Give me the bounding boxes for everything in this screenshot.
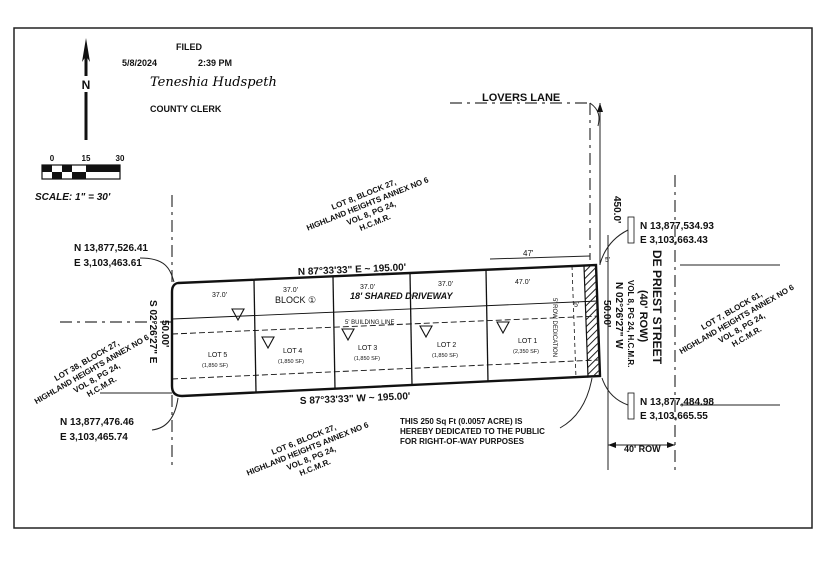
coordinate-callouts: N 13,877,526.41 E 3,103,463.61 N 13,877,… xyxy=(60,216,714,443)
lot-width-4: 37.0' xyxy=(438,281,453,288)
lot-name: LOT 3 xyxy=(358,345,377,352)
lovers-lane-distance: 450.0' xyxy=(611,196,622,223)
lot-name: LOT 2 xyxy=(437,342,456,349)
north-bearing: N 87°33'33" E ~ 195.00' xyxy=(298,262,407,278)
driveway-label: 18' SHARED DRIVEWAY xyxy=(350,291,453,301)
east-bearing: N 02°26'27" W xyxy=(613,282,624,349)
scale-bar: 0 15 30 SCALE: 1" = 30' xyxy=(35,154,125,203)
lot-area: (1,850 SF) xyxy=(354,356,380,362)
lot-1-width: 47.0' xyxy=(515,279,530,286)
filing-stamp: FILED 5/8/2024 2:39 PM Teneshia Hudspeth… xyxy=(122,42,277,114)
west-neighbor-label: LOT 38, BLOCK 27, HIGHLAND HEIGHTS ANNEX… xyxy=(33,332,151,405)
row-width-label: 40' ROW xyxy=(624,444,661,454)
row-dimension: 5' xyxy=(605,257,610,264)
de-priest-recording-ref: VOL 8, PG 24, H.C.M.R. xyxy=(626,280,635,367)
street-lines xyxy=(60,102,780,470)
lot-area: (1,850 SF) xyxy=(202,363,228,369)
lot-width-3: 37.0' xyxy=(360,284,375,291)
nw-northing: N 13,877,526.41 xyxy=(74,243,148,254)
lot-labels: LOT 5 (1,850 SF) LOT 4 (1,850 SF) LOT 3 … xyxy=(202,338,539,369)
ne-northing: N 13,877,534.93 xyxy=(640,221,714,232)
scale-label: SCALE: 1" = 30' xyxy=(35,192,111,203)
sw-northing: N 13,877,476.46 xyxy=(60,417,134,428)
block-one-boundary xyxy=(170,263,602,398)
scale-tick-30: 30 xyxy=(116,154,125,163)
svg-text:FOR RIGHT-OF-WAY PURPOSES: FOR RIGHT-OF-WAY PURPOSES xyxy=(400,437,525,446)
lot-width-2: 37.0' xyxy=(283,287,298,294)
building-triangles xyxy=(231,308,510,350)
de-priest-street-label: DE PRIEST STREET xyxy=(650,250,664,365)
south-setback: 5' xyxy=(574,302,579,309)
lot-area: (1,850 SF) xyxy=(432,353,458,359)
se-easting: E 3,103,665.55 xyxy=(640,411,708,422)
clerk-title: COUNTY CLERK xyxy=(150,104,222,114)
filed-date: 5/8/2024 xyxy=(122,58,157,68)
clerk-signature: Teneshia Hudspeth xyxy=(150,75,277,90)
lot-name: LOT 4 xyxy=(283,348,302,355)
scale-tick-0: 0 xyxy=(50,154,55,163)
sw-easting: E 3,103,465.74 xyxy=(60,432,128,443)
row-dedication-label: 5' ROW DEDICATION xyxy=(551,298,557,357)
west-bearing: S 02°26'27" E xyxy=(147,300,158,364)
east-neighbor-label: LOT 7, BLOCK 61, HIGHLAND HEIGHTS ANNEX … xyxy=(678,282,796,355)
filed-label: FILED xyxy=(176,42,202,52)
filed-time: 2:39 PM xyxy=(198,58,232,68)
north-arrow-icon: N xyxy=(81,38,92,140)
lot-area: (2,350 SF) xyxy=(513,349,539,355)
lot-name: LOT 5 xyxy=(208,352,227,359)
svg-text:THIS 250 Sq Ft (0.0057 ACRE) I: THIS 250 Sq Ft (0.0057 ACRE) IS xyxy=(400,417,523,426)
scale-tick-15: 15 xyxy=(82,154,91,163)
sheet-border xyxy=(13,27,813,529)
svg-text:HEREBY DEDICATED TO THE PUBLIC: HEREBY DEDICATED TO THE PUBLIC xyxy=(400,427,545,436)
de-priest-row-label: (40' ROW) xyxy=(637,290,649,342)
building-line-label: 5' BUILDING LINE xyxy=(345,320,395,326)
north-neighbor-label: LOT 8, BLOCK 27, HIGHLAND HEIGHTS ANNEX … xyxy=(305,175,430,233)
lovers-lane-label: LOVERS LANE xyxy=(482,92,560,104)
lot-area: (1,850 SF) xyxy=(278,359,304,365)
top-dimension: 47' xyxy=(523,249,534,258)
east-distance: 50.00' xyxy=(601,300,612,327)
lot-name: LOT 1 xyxy=(518,338,537,345)
nw-easting: E 3,103,463.61 xyxy=(74,258,142,269)
lot-width-1: 37.0' xyxy=(212,292,227,299)
west-distance: 50.00' xyxy=(159,320,170,347)
dedication-note: THIS 250 Sq Ft (0.0057 ACRE) IS HEREBY D… xyxy=(400,377,593,446)
south-neighbor-label: LOT 6, BLOCK 27, HIGHLAND HEIGHTS ANNEX … xyxy=(245,420,370,478)
south-bearing: S 87°33'33" W ~ 195.00' xyxy=(300,391,411,407)
north-letter: N xyxy=(82,78,91,92)
ne-easting: E 3,103,663.43 xyxy=(640,235,708,246)
block-label: BLOCK ① xyxy=(275,295,316,305)
se-northing: N 13,877,484.98 xyxy=(640,397,714,408)
